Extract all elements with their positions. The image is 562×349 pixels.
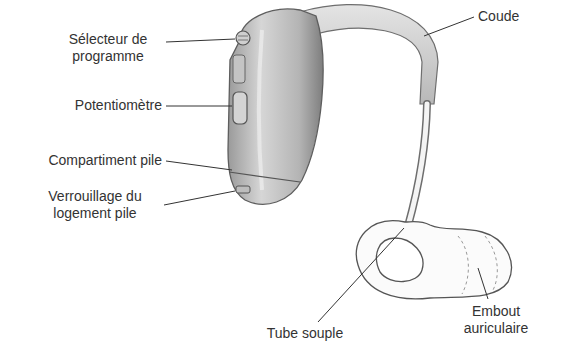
program-selector-ridge	[238, 40, 248, 41]
body-highlight	[259, 30, 262, 190]
volume-control	[233, 92, 247, 124]
part-label: Verrouillage du logement pile	[30, 188, 160, 222]
part-label: Embout auriculaire	[446, 303, 546, 337]
part-label: Compartiment pile	[4, 152, 162, 169]
leader-line	[424, 17, 474, 36]
battery-lock	[236, 186, 250, 193]
leader-line	[318, 228, 404, 322]
tube-outline	[408, 104, 427, 226]
leader-line	[166, 39, 235, 42]
battery-compartment-seam	[229, 172, 300, 182]
part-label: Tube souple	[250, 325, 360, 342]
leader-line	[478, 268, 488, 299]
program-selector-ridge	[238, 36, 248, 37]
hearing-aid-body	[228, 9, 323, 204]
part-label: Coude	[478, 8, 548, 25]
part-label: Sélecteur de programme	[52, 31, 164, 65]
soft-tube	[408, 104, 427, 226]
part-label: Potentiomètre	[40, 97, 162, 114]
leader-line	[166, 106, 232, 107]
program-selector	[236, 31, 250, 45]
earmold	[356, 221, 511, 299]
earmold-canal-detail	[458, 236, 497, 294]
leader-line	[164, 191, 235, 205]
panel-window	[233, 55, 245, 83]
leader-line	[166, 161, 232, 170]
